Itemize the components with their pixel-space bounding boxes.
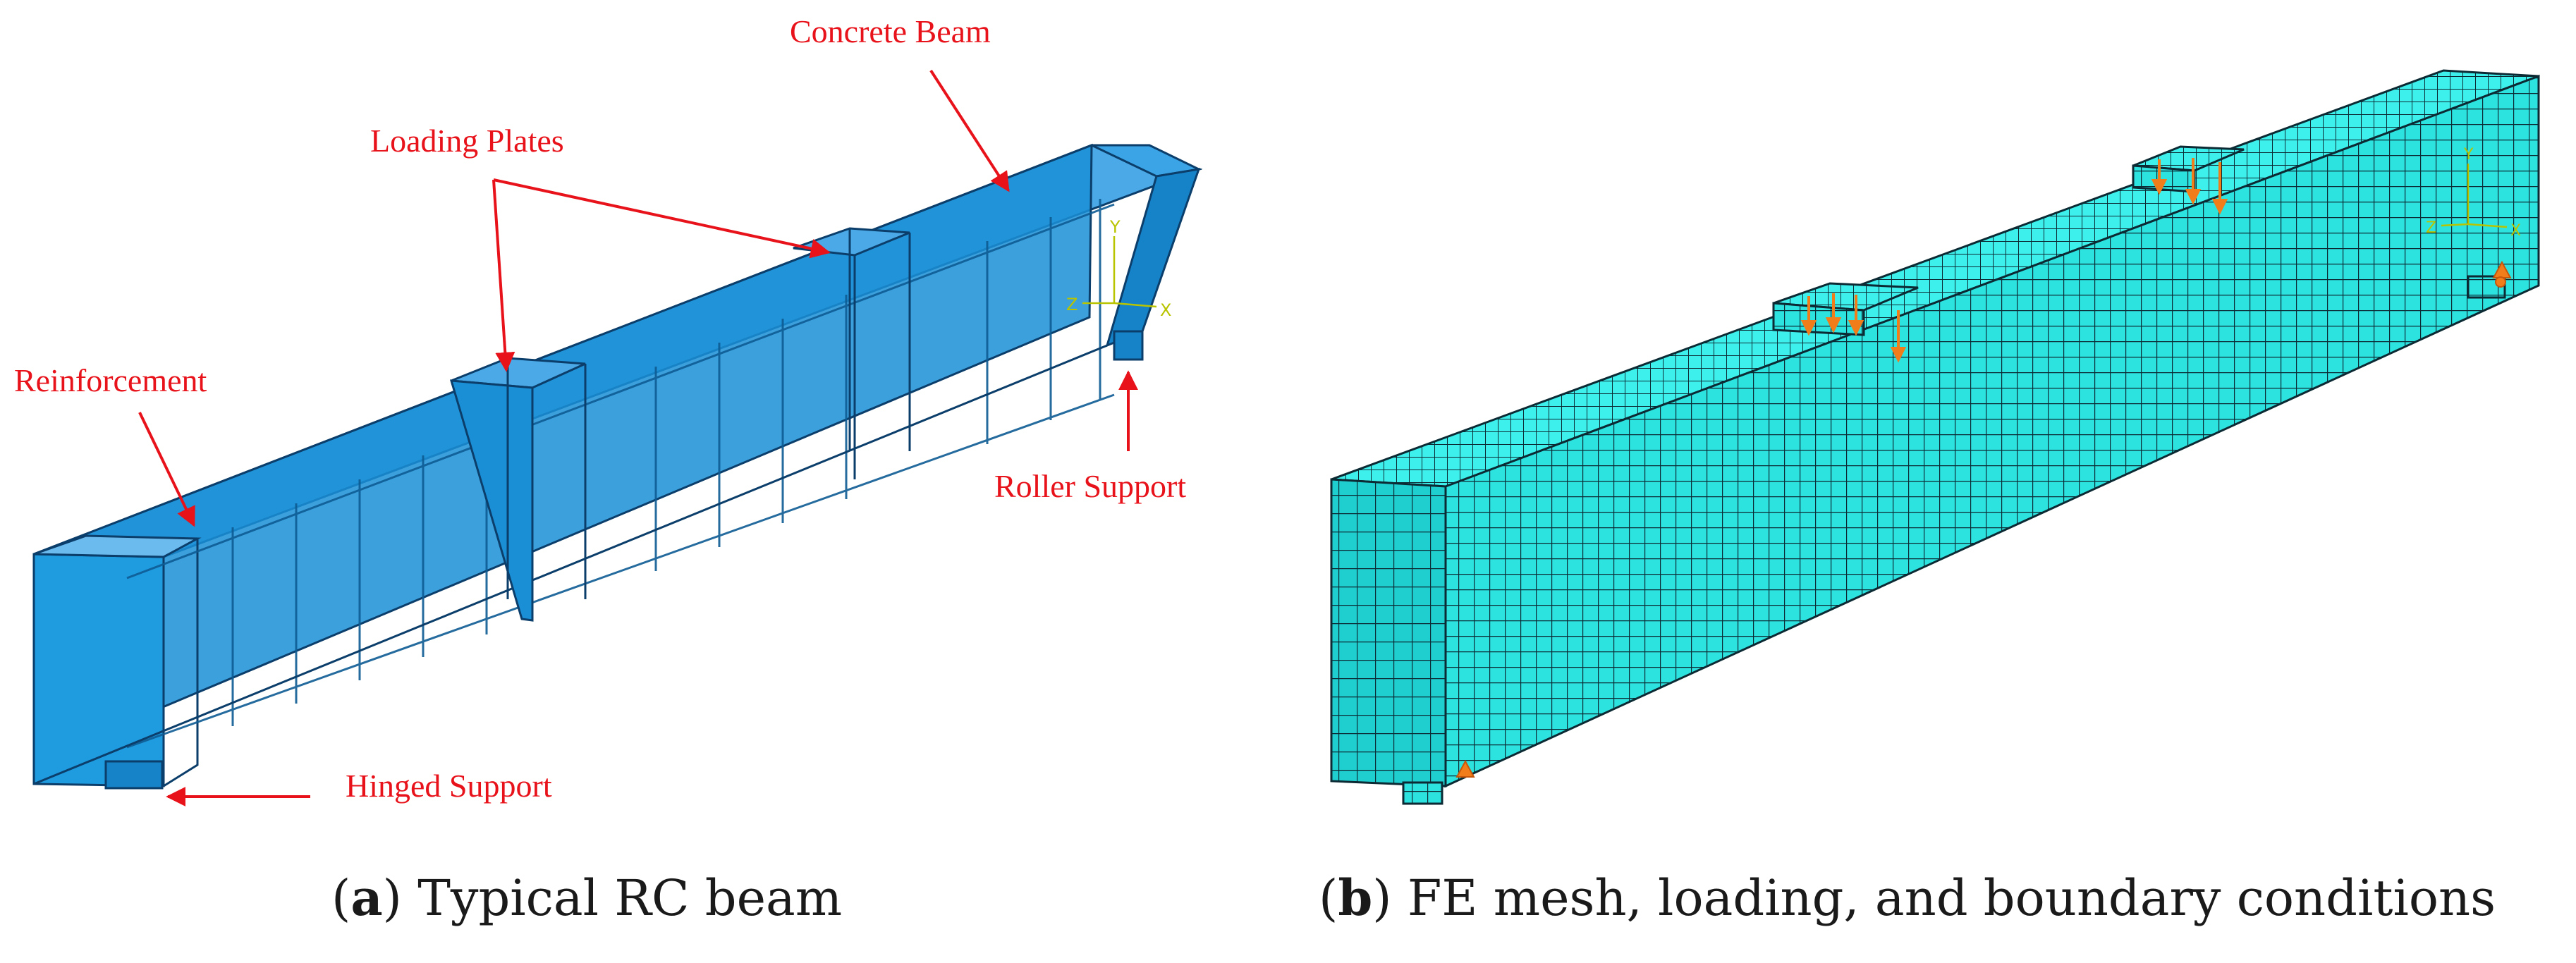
- mesh-hinged-support: [1402, 781, 1443, 805]
- axis-triad-b: [2441, 164, 2508, 228]
- boundary-markers: [1455, 260, 2512, 778]
- axis-y-label-a: Y: [1109, 217, 1121, 237]
- label-hinged-support: Hinged Support: [346, 768, 552, 804]
- axis-triad-a: [1082, 236, 1157, 308]
- loading-plate-1: [449, 357, 587, 622]
- label-roller-support: Roller Support: [994, 468, 1186, 504]
- hinged-support-block: [104, 760, 164, 790]
- label-reinforcement: Reinforcement: [14, 362, 207, 398]
- caption-a: (a) Typical RC beam: [331, 869, 843, 927]
- axis-z-label-b: Z: [2426, 219, 2436, 237]
- axis-y-label-b: Y: [2463, 146, 2474, 164]
- caption-b: (b) FE mesh, loading, and boundary condi…: [1319, 869, 2496, 927]
- mesh-loading-plate-2: [2132, 145, 2245, 193]
- label-concrete-beam: Concrete Beam: [790, 13, 991, 49]
- annotation-arrows: [138, 69, 1138, 806]
- panel-b-fe-mesh: Y Z X: [1330, 69, 2540, 805]
- axis-z-label-a: Z: [1066, 295, 1078, 314]
- caption-a-text: Typical RC beam: [417, 869, 843, 927]
- roller-support-block: [1113, 330, 1144, 361]
- panel-a-beam: Y Z X: [32, 143, 1203, 790]
- label-loading-plates: Loading Plates: [370, 123, 564, 159]
- mesh-side-face: [1444, 74, 2540, 788]
- caption-a-letter: a: [350, 869, 383, 927]
- load-arrows: [1800, 158, 2228, 363]
- reinforcement-stirrups: [126, 199, 1115, 749]
- beam-side-face: [32, 143, 1093, 763]
- caption-b-letter: b: [1338, 869, 1373, 927]
- axis-x-label-a: X: [1160, 300, 1171, 320]
- caption-b-text: FE mesh, loading, and boundary condition…: [1407, 869, 2496, 927]
- mesh-end-face: [1330, 478, 1447, 787]
- axis-x-label-b: X: [2510, 222, 2521, 240]
- beam-end-block: [32, 553, 165, 787]
